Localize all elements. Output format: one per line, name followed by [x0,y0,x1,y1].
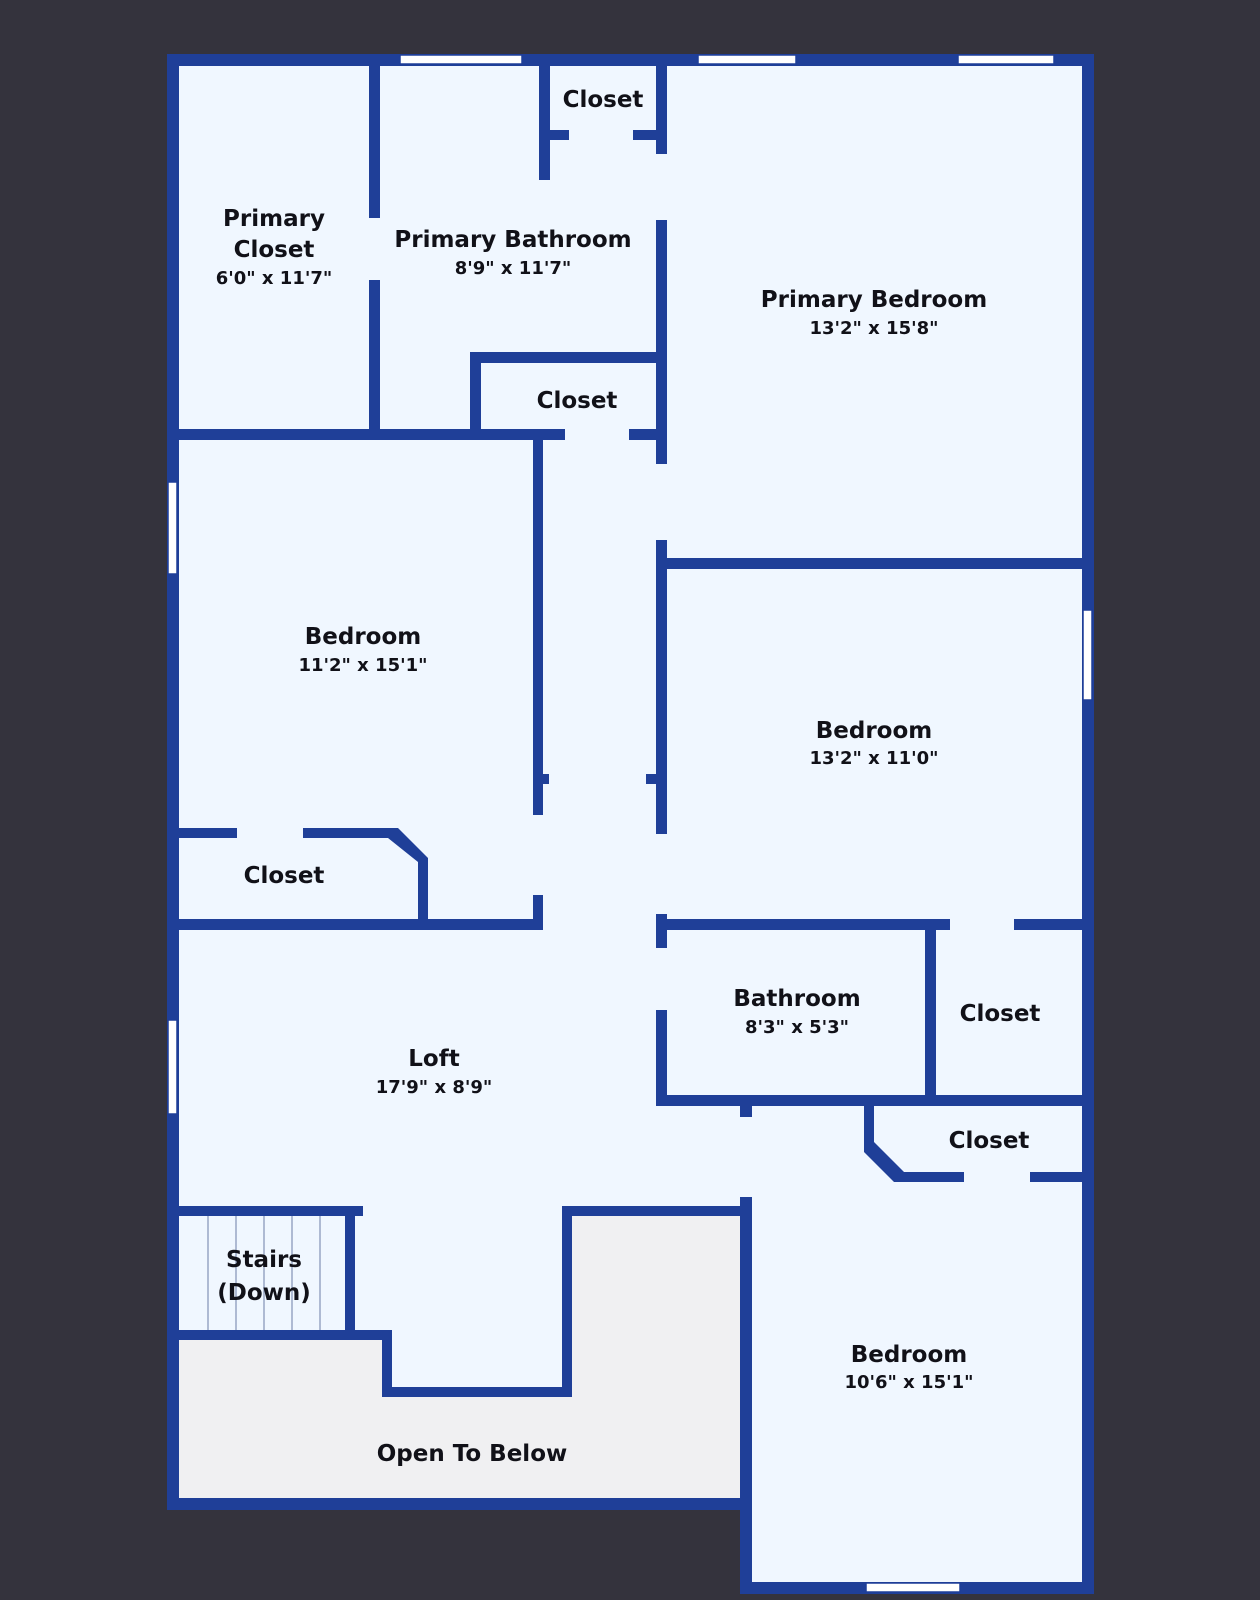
closet-lower-name: Closet [949,1128,1030,1154]
windows [167,54,1093,1593]
wall [382,1330,392,1397]
wall [539,54,550,180]
doorway [369,218,380,280]
wall [167,1498,740,1510]
window [697,54,797,65]
wall [1082,54,1094,1594]
wall [388,828,428,924]
wall [470,352,481,436]
bedroom-bottom-name: Bedroom [851,1342,968,1368]
doorway [565,429,629,440]
wall [864,1100,874,1148]
wall [167,54,1094,66]
loft-name: Loft [408,1046,459,1072]
wall [533,434,543,929]
bedroom-left-dims: 11'2" x 15'1" [298,655,427,676]
wall [740,1100,752,1594]
wall [382,1387,572,1397]
bedroom-bottom-dims: 10'6" x 15'1" [844,1372,973,1393]
closet-bath-name: Closet [537,388,618,414]
bedroom-right-dims: 13'2" x 11'0" [809,748,938,769]
doorway [740,1117,752,1197]
doorway [533,815,543,895]
closet-right-name: Closet [960,1001,1041,1027]
doorway [543,788,656,928]
doorway [964,1172,1030,1182]
primary-bathroom-name: Primary Bathroom [394,227,631,253]
primary-closet-dims: 6'0" x 11'7" [216,268,333,289]
wall [167,1206,363,1216]
wall [562,1206,746,1216]
open-to-below-floor [174,1212,740,1504]
doorway [656,154,667,220]
bedroom-right-name: Bedroom [816,718,933,744]
doorway [237,828,303,838]
stairs-name: (Down) [217,1280,311,1306]
wall [656,1095,1094,1106]
doorway [656,948,667,1010]
wall [562,1206,572,1397]
wall [167,429,667,440]
open-to-below-name: Open To Below [377,1441,568,1467]
wall [646,774,662,784]
bedroom-left-name: Bedroom [305,624,422,650]
wall [167,919,543,930]
jambs [533,774,662,784]
wall [656,558,1094,569]
wall [470,352,662,363]
window [1082,609,1093,701]
window [167,481,178,575]
wall [656,54,667,1106]
primary-bathroom-dims: 8'9" x 11'7" [455,258,572,279]
wall [167,54,179,1510]
wall [167,1330,392,1340]
loft-dims: 17'9" x 8'9" [376,1077,493,1098]
wall [345,1206,355,1340]
primary-bedroom-name: Primary Bedroom [761,287,987,313]
stairs-name: Stairs [226,1247,302,1273]
doorway [950,919,1014,930]
window [399,54,523,65]
primary-closet-name: Closet [234,237,315,263]
stair-treads [207,1216,321,1334]
primary-closet-name: Primary [223,206,325,232]
wall [656,919,1094,930]
wall [533,774,549,784]
openings [237,130,1030,1197]
bathroom-dims: 8'3" x 5'3" [745,1017,849,1038]
window [957,54,1055,65]
wall [925,919,936,1101]
room-labels: Primary Closet 6'0" x 11'7" Primary Bath… [216,87,1041,1467]
closet-top-name: Closet [563,87,644,113]
bathroom-name: Bathroom [733,986,860,1012]
doorway [543,440,656,776]
doorway [656,464,667,540]
closet-left-name: Closet [244,863,325,889]
doorway [656,834,667,914]
doorway [569,130,633,140]
window [865,1582,961,1593]
window [167,1019,178,1115]
primary-bedroom-dims: 13'2" x 15'8" [809,318,938,339]
